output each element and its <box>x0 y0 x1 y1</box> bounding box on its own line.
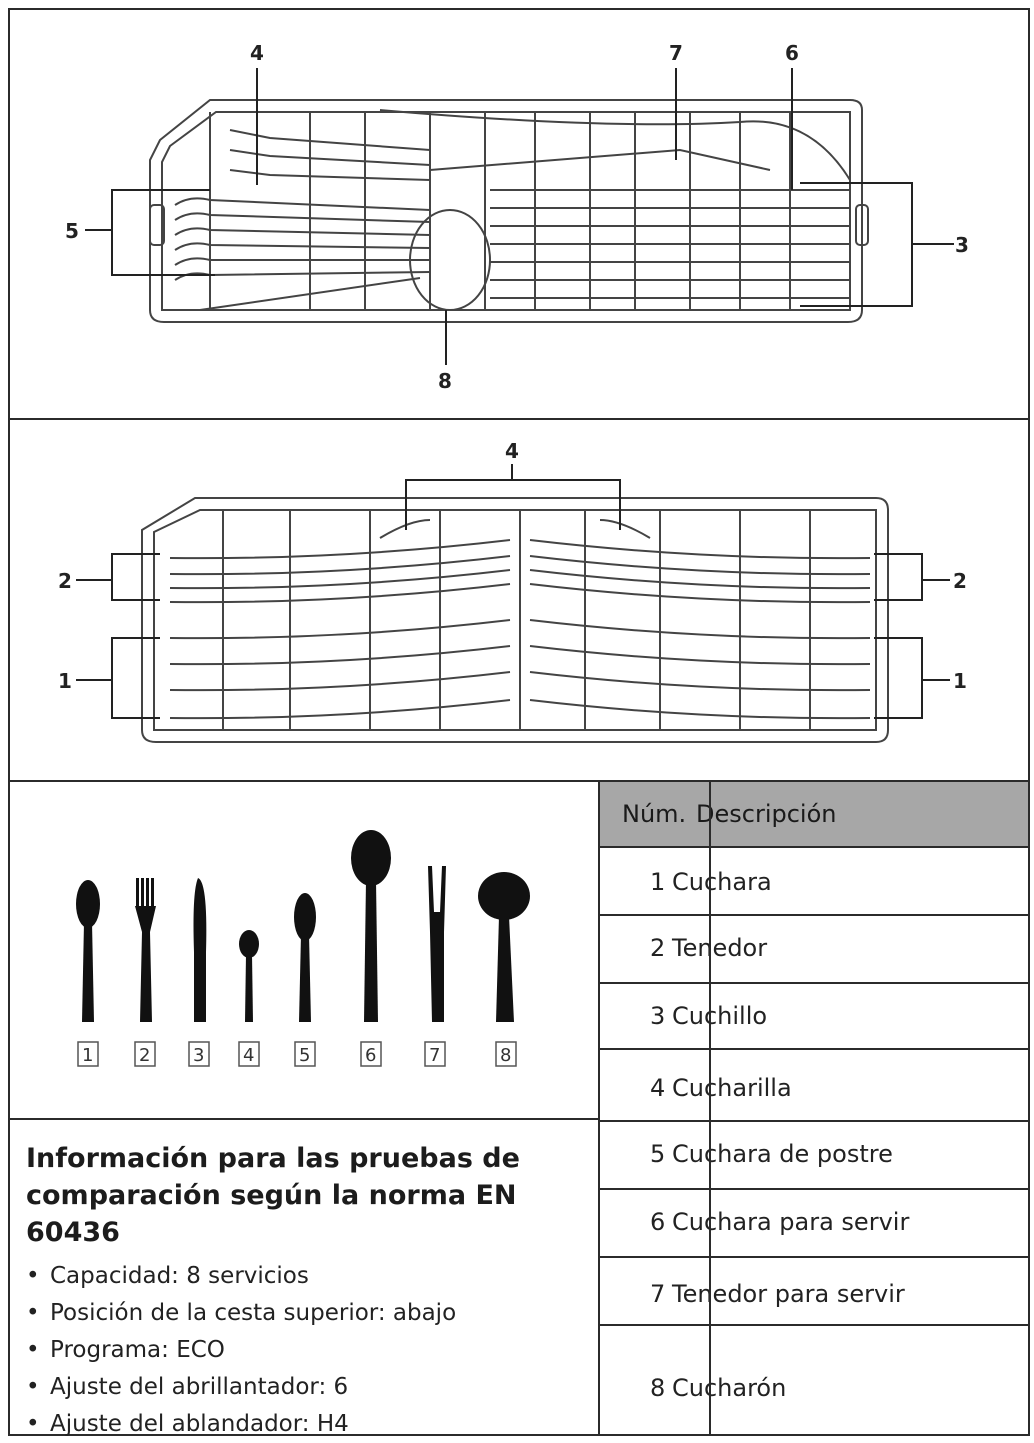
left-handle <box>149 204 165 246</box>
middle-basket-panel: 4 2 2 1 1 <box>8 418 1030 782</box>
basket-inner <box>161 111 851 311</box>
basket-inner <box>153 509 877 731</box>
table-header: Núm. Descripción <box>600 782 1028 848</box>
table-row: 7 Tenedor para servir <box>600 1258 1028 1326</box>
table-row: 6 Cuchara para servir <box>600 1190 1028 1258</box>
callout-6: 6 <box>785 41 799 65</box>
icon-number-3: 3 <box>193 1045 204 1066</box>
callout-1-left: 1 <box>58 669 72 693</box>
table-row: 5 Cuchara de postre <box>600 1122 1028 1190</box>
icon-number-6: 6 <box>365 1045 376 1066</box>
serving-fork-icon <box>428 866 446 1022</box>
info-item: •Posición de la cesta superior: abajo <box>26 1300 457 1326</box>
info-item: •Capacidad: 8 servicios <box>26 1263 309 1289</box>
test-info-panel: Información para las pruebas de comparac… <box>8 1118 600 1437</box>
info-item: •Programa: ECO <box>26 1337 225 1363</box>
icon-number-4: 4 <box>243 1045 254 1066</box>
table-row: 8 Cucharón <box>650 1374 787 1402</box>
icon-number-7: 7 <box>429 1045 440 1066</box>
info-item: •Ajuste del ablandador: H4 <box>26 1411 349 1437</box>
callout-8: 8 <box>438 369 452 393</box>
top-basket-diagram: 4 7 6 5 3 8 <box>65 41 969 393</box>
icon-number-5: 5 <box>299 1045 310 1066</box>
top-basket-panel: 4 7 6 5 3 8 <box>8 8 1030 420</box>
cutlery-table: Núm. Descripción 1 Cuchara 2 Tenedor 3 C… <box>598 780 1030 1436</box>
table-row: 4 Cucharilla <box>600 1050 1028 1122</box>
info-title: Información para las pruebas de comparac… <box>26 1143 520 1248</box>
teaspoon-icon <box>239 930 259 1022</box>
cutlery-icons: 1 2 3 4 5 6 7 8 <box>76 830 530 1067</box>
callout-5: 5 <box>65 219 79 243</box>
callout-4: 4 <box>250 41 264 65</box>
callout-1-right: 1 <box>953 669 967 693</box>
icon-number-2: 2 <box>139 1045 150 1066</box>
basket-outline <box>149 99 863 323</box>
icon-number-1: 1 <box>82 1045 93 1066</box>
table-row: 3 Cuchillo <box>600 984 1028 1050</box>
spoon-icon <box>76 880 100 1022</box>
serving-spoon-icon <box>351 830 391 1022</box>
callout-2-right: 2 <box>953 569 967 593</box>
callout-3: 3 <box>955 233 969 257</box>
info-item: •Ajuste del abrillantador: 6 <box>26 1374 349 1400</box>
dessert-spoon-icon <box>294 893 316 1022</box>
table-row: 1 Cuchara <box>600 848 1028 916</box>
callout-4: 4 <box>505 439 519 463</box>
fork-icon <box>135 878 156 1022</box>
table-row: 2 Tenedor <box>600 916 1028 984</box>
table-column-divider <box>709 782 711 1434</box>
header-num: Núm. <box>622 800 687 828</box>
cutlery-legend-panel: 1 2 3 4 5 6 7 8 <box>8 780 600 1120</box>
info-list: •Capacidad: 8 servicios •Posición de la … <box>26 1258 456 1443</box>
middle-basket-diagram: 4 2 2 1 1 <box>58 439 967 743</box>
icon-number-8: 8 <box>500 1045 511 1066</box>
right-handle <box>855 204 869 246</box>
callout-2-left: 2 <box>58 569 72 593</box>
header-desc: Descripción <box>696 800 837 828</box>
ladle-icon <box>478 872 530 1022</box>
callout-7: 7 <box>669 41 683 65</box>
knife-icon <box>193 878 207 1022</box>
basket-outline <box>141 497 889 743</box>
